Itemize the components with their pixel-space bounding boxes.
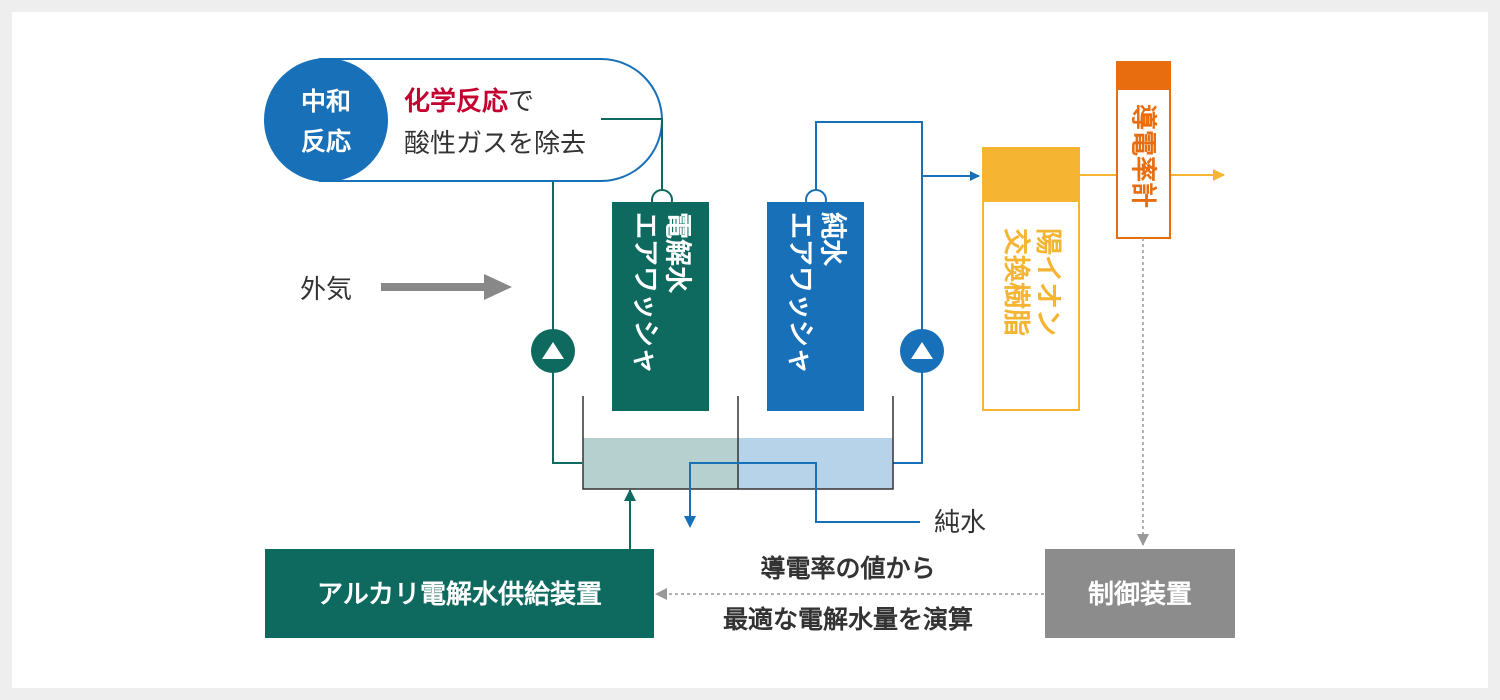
outside-air-arrow xyxy=(381,274,512,300)
neutralization-badge xyxy=(264,58,388,182)
svg-text:電解水: 電解水 xyxy=(662,212,693,294)
svg-text:交換樹脂: 交換樹脂 xyxy=(1000,228,1032,336)
pure-water-air-washer: 純水 エアワッシャ xyxy=(767,202,864,411)
calc-text-line1: 導電率の値から xyxy=(760,554,935,583)
drain-arrow-icon xyxy=(684,516,696,528)
control-unit-label: 制御装置 xyxy=(1088,579,1192,610)
pure-water-label: 純水 xyxy=(934,508,986,538)
svg-text:エアワッシャ: エアワッシャ xyxy=(785,212,816,374)
cation-resin-label: 陽イオン 交換樹脂 xyxy=(1000,228,1063,336)
electrolyzed-air-washer: 電解水 エアワッシャ xyxy=(612,202,709,411)
electrolyzed-washer-label: 電解水 エアワッシャ xyxy=(630,212,693,374)
pure-water-line xyxy=(815,121,980,464)
pump-triangle-icon xyxy=(911,342,933,359)
svg-text:純水: 純水 xyxy=(817,212,849,267)
cation-exchange-resin: 陽イオン 交換樹脂 xyxy=(982,147,1080,411)
alkaline-supply-label: アルカリ電解水供給装置 xyxy=(317,579,602,610)
neutralization-badge-line2: 反応 xyxy=(301,127,351,156)
conductivity-meter: 導電率計 xyxy=(1116,61,1171,239)
control-unit: 制御装置 xyxy=(1045,549,1235,638)
calc-text-line2: 最適な電解水量を演算 xyxy=(723,605,973,634)
neutralization-badge-line1: 中和 xyxy=(301,87,351,116)
svg-text:陽イオン: 陽イオン xyxy=(1032,228,1063,336)
neutralization-desc-line2: 酸性ガスを除去 xyxy=(404,129,586,159)
pure-washer-label: 純水 エアワッシャ xyxy=(785,212,849,374)
outside-air-label: 外気 xyxy=(300,275,352,305)
neutralization-desc-line1: 化学反応で xyxy=(404,86,534,117)
svg-text:エアワッシャ: エアワッシャ xyxy=(630,212,661,374)
electrolyzed-water-line xyxy=(552,118,663,464)
pure-water-drain-line xyxy=(689,462,920,523)
svg-text:導電率計: 導電率計 xyxy=(1128,104,1159,208)
alkaline-supply-unit: アルカリ電解水供給装置 xyxy=(265,549,654,638)
conductivity-meter-label: 導電率計 xyxy=(1128,104,1159,208)
pump-triangle-icon xyxy=(542,342,564,359)
diagram-canvas xyxy=(12,12,1488,688)
